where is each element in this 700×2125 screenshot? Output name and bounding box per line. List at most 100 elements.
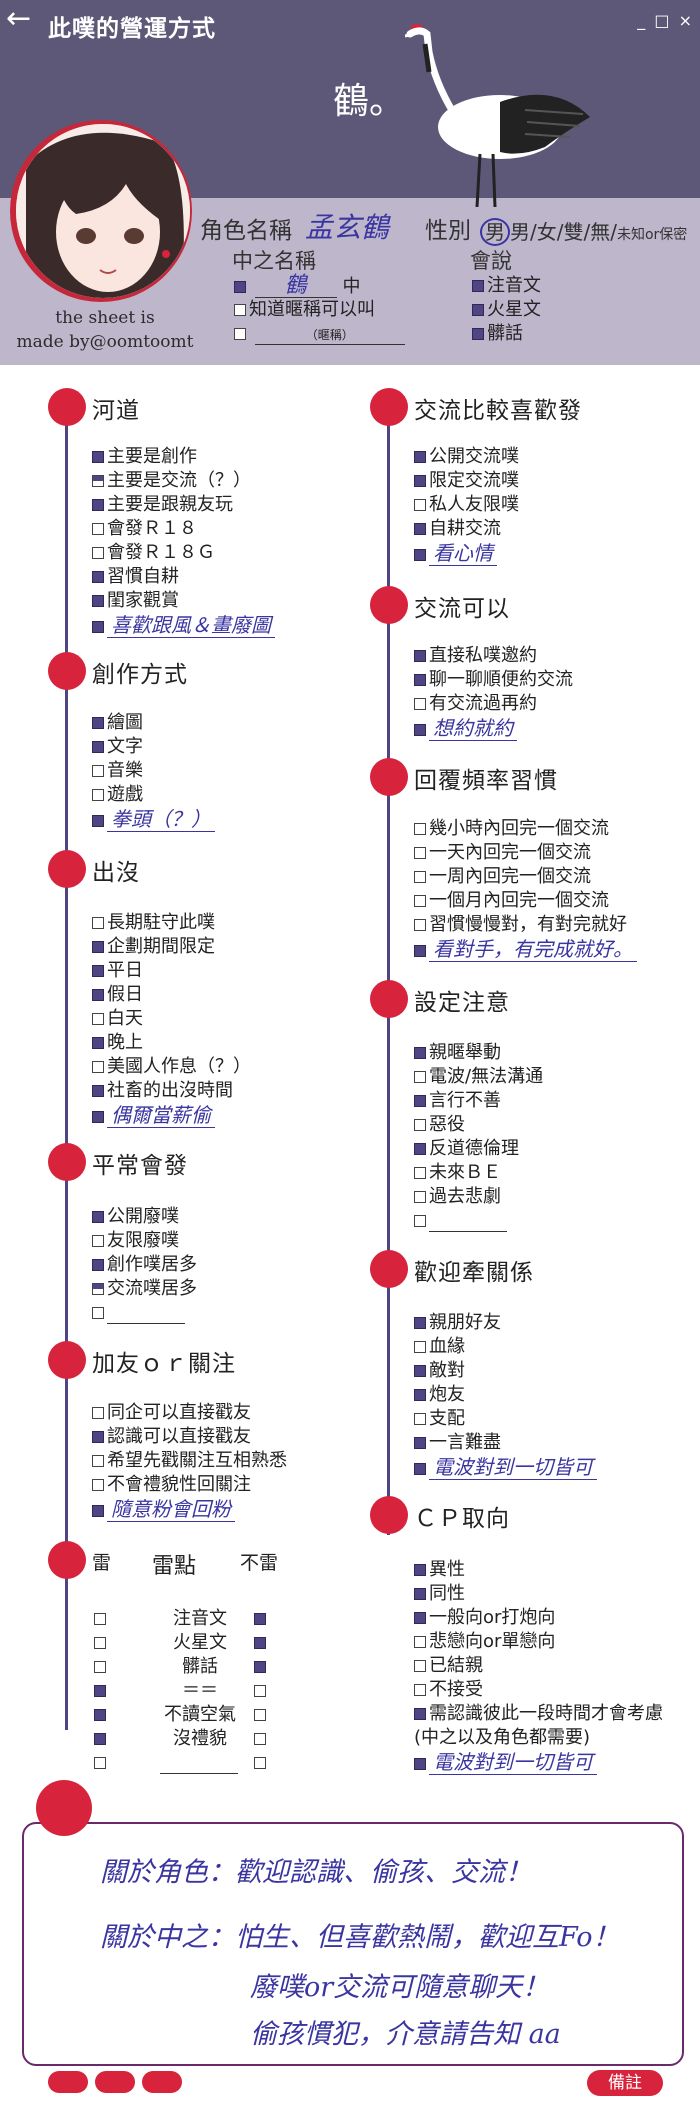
back-arrow-icon[interactable]: ← bbox=[6, 1, 32, 36]
gender-selected[interactable]: 男 bbox=[480, 218, 510, 246]
checkbox[interactable] bbox=[414, 1071, 426, 1083]
blank-line[interactable] bbox=[160, 1757, 238, 1774]
checkbox[interactable] bbox=[92, 475, 104, 487]
checkbox[interactable] bbox=[92, 1431, 104, 1443]
checkbox[interactable] bbox=[92, 523, 104, 535]
thunder-checkbox[interactable] bbox=[94, 1757, 106, 1769]
checkbox[interactable] bbox=[414, 1389, 426, 1401]
checkbox[interactable] bbox=[414, 1143, 426, 1155]
checkbox[interactable] bbox=[414, 823, 426, 835]
blank-line[interactable] bbox=[429, 1215, 507, 1232]
checkbox[interactable] bbox=[414, 523, 426, 535]
checkbox[interactable] bbox=[92, 765, 104, 777]
cn-checkbox-3[interactable] bbox=[234, 328, 246, 340]
checkbox[interactable] bbox=[414, 919, 426, 931]
checkbox[interactable] bbox=[414, 1167, 426, 1179]
footer-pill-3[interactable] bbox=[142, 2071, 182, 2093]
checkbox[interactable] bbox=[92, 989, 104, 1001]
checkbox[interactable] bbox=[414, 674, 426, 686]
checkbox[interactable] bbox=[414, 945, 426, 957]
blank-line[interactable] bbox=[107, 1307, 185, 1324]
checkbox[interactable] bbox=[92, 717, 104, 729]
checkbox[interactable] bbox=[92, 1283, 104, 1295]
not-thunder-checkbox[interactable] bbox=[254, 1613, 266, 1625]
checkbox[interactable] bbox=[414, 650, 426, 662]
checkbox[interactable] bbox=[92, 451, 104, 463]
close-icon[interactable]: × bbox=[678, 11, 694, 30]
checkbox[interactable] bbox=[414, 1588, 426, 1600]
thunder-checkbox[interactable] bbox=[94, 1685, 106, 1697]
maximize-icon[interactable]: □ bbox=[654, 11, 672, 30]
checkbox[interactable] bbox=[414, 724, 426, 736]
checkbox[interactable] bbox=[414, 451, 426, 463]
checkbox[interactable] bbox=[414, 895, 426, 907]
checkbox[interactable] bbox=[414, 1564, 426, 1576]
checkbox[interactable] bbox=[414, 549, 426, 561]
checkbox[interactable] bbox=[92, 1037, 104, 1049]
checkbox[interactable] bbox=[414, 1437, 426, 1449]
checkbox[interactable] bbox=[92, 815, 104, 827]
checkbox[interactable] bbox=[414, 1636, 426, 1648]
checkbox[interactable] bbox=[414, 1660, 426, 1672]
checkbox[interactable] bbox=[414, 871, 426, 883]
checkbox[interactable] bbox=[414, 1413, 426, 1425]
checkbox[interactable] bbox=[92, 965, 104, 977]
checkbox[interactable] bbox=[92, 1085, 104, 1097]
not-thunder-checkbox[interactable] bbox=[254, 1637, 266, 1649]
not-thunder-checkbox[interactable] bbox=[254, 1661, 266, 1673]
checkbox[interactable] bbox=[92, 1235, 104, 1247]
lang-checkbox[interactable] bbox=[472, 304, 484, 316]
not-thunder-checkbox[interactable] bbox=[254, 1733, 266, 1745]
minimize-icon[interactable]: _ bbox=[637, 11, 648, 30]
checkbox[interactable] bbox=[92, 595, 104, 607]
checkbox[interactable] bbox=[92, 1061, 104, 1073]
checkbox[interactable] bbox=[92, 1479, 104, 1491]
checkbox[interactable] bbox=[414, 499, 426, 511]
checkbox[interactable] bbox=[414, 1119, 426, 1131]
checkbox[interactable] bbox=[414, 1317, 426, 1329]
lang-checkbox[interactable] bbox=[472, 280, 484, 292]
footer-pill-1[interactable] bbox=[48, 2071, 88, 2093]
checkbox[interactable] bbox=[92, 1259, 104, 1271]
footer-pill-2[interactable] bbox=[95, 2071, 135, 2093]
checkbox[interactable] bbox=[414, 1612, 426, 1624]
checkbox[interactable] bbox=[414, 1708, 426, 1720]
checkbox[interactable] bbox=[414, 1095, 426, 1107]
thunder-checkbox[interactable] bbox=[94, 1709, 106, 1721]
checkbox[interactable] bbox=[92, 1111, 104, 1123]
memo-button[interactable]: 備註 bbox=[587, 2070, 663, 2096]
checkbox[interactable] bbox=[92, 1013, 104, 1025]
checkbox[interactable] bbox=[92, 741, 104, 753]
cn-checkbox-2[interactable] bbox=[234, 304, 246, 316]
checkbox[interactable] bbox=[414, 1365, 426, 1377]
checkbox[interactable] bbox=[92, 499, 104, 511]
checkbox[interactable] bbox=[414, 1341, 426, 1353]
checkbox[interactable] bbox=[92, 1407, 104, 1419]
checkbox[interactable] bbox=[92, 571, 104, 583]
checkbox[interactable] bbox=[414, 1047, 426, 1059]
checkbox[interactable] bbox=[92, 1307, 104, 1319]
checkbox[interactable] bbox=[414, 1215, 426, 1227]
thunder-checkbox[interactable] bbox=[94, 1661, 106, 1673]
lang-checkbox[interactable] bbox=[472, 328, 484, 340]
checkbox[interactable] bbox=[414, 1191, 426, 1203]
checkbox[interactable] bbox=[92, 621, 104, 633]
checkbox[interactable] bbox=[414, 1684, 426, 1696]
cn-checkbox-1[interactable] bbox=[234, 281, 246, 293]
checkbox[interactable] bbox=[414, 1758, 426, 1770]
checkbox[interactable] bbox=[92, 1455, 104, 1467]
thunder-checkbox[interactable] bbox=[94, 1613, 106, 1625]
checkbox[interactable] bbox=[92, 1211, 104, 1223]
not-thunder-checkbox[interactable] bbox=[254, 1709, 266, 1721]
checkbox[interactable] bbox=[414, 698, 426, 710]
checkbox[interactable] bbox=[414, 1463, 426, 1475]
checkbox[interactable] bbox=[92, 547, 104, 559]
checkbox[interactable] bbox=[414, 475, 426, 487]
not-thunder-checkbox[interactable] bbox=[254, 1685, 266, 1697]
checkbox[interactable] bbox=[92, 941, 104, 953]
not-thunder-checkbox[interactable] bbox=[254, 1757, 266, 1769]
checkbox[interactable] bbox=[92, 917, 104, 929]
thunder-checkbox[interactable] bbox=[94, 1733, 106, 1745]
checkbox[interactable] bbox=[92, 1505, 104, 1517]
thunder-checkbox[interactable] bbox=[94, 1637, 106, 1649]
